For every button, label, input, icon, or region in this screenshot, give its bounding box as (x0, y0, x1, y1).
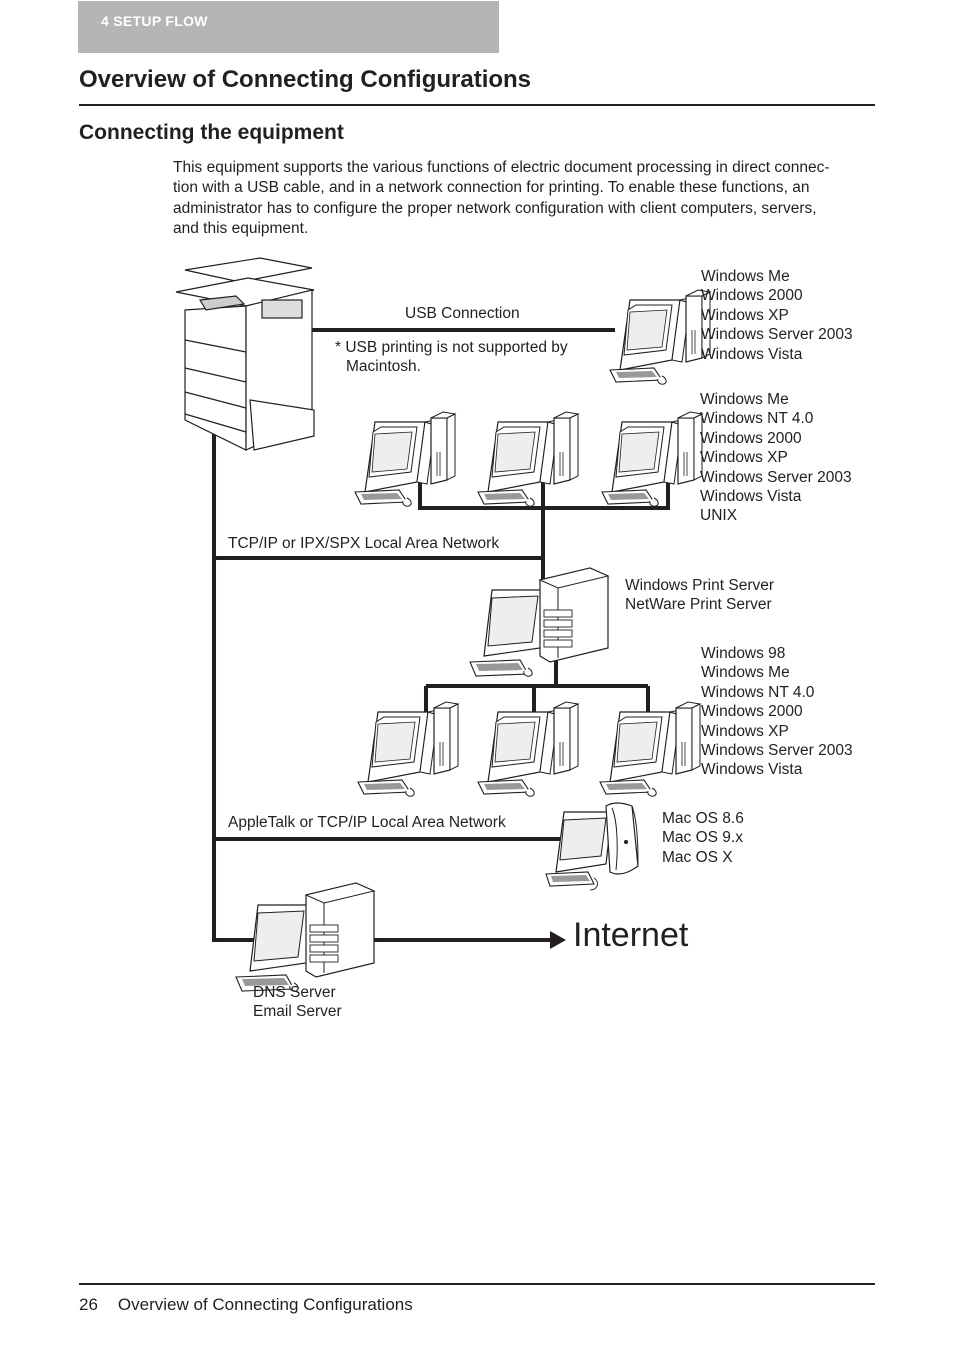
os-item: Windows 2000 (700, 429, 802, 447)
server-labels: DNS Server Email Server (253, 983, 342, 1022)
print-client-pc-icon (357, 701, 459, 797)
print-client-pc-icon (599, 701, 701, 797)
intro-line: This equipment supports the various func… (173, 159, 830, 176)
intro-line: administrator has to configure the prope… (173, 199, 817, 217)
os-item: Windows XP (701, 722, 789, 740)
lan-client-pc-icon (601, 411, 703, 507)
os-item: Windows NT 4.0 (701, 683, 815, 701)
usb-client-pc-icon (609, 289, 711, 385)
chapter-tab: 4 SETUP FLOW (78, 1, 499, 53)
footer-title: Overview of Connecting Configurations (117, 1295, 413, 1314)
os-item: Windows Server 2003 (700, 468, 852, 486)
server-label: Email Server (253, 1003, 342, 1021)
os-item: Windows 2000 (701, 703, 803, 721)
usb-connection-label: USB Connection (405, 305, 520, 322)
os-item: UNIX (700, 507, 738, 525)
os-item: Mac OS X (662, 848, 733, 866)
print-server-label: Windows Print Server (625, 577, 775, 594)
appletalk-label: AppleTalk or TCP/IP Local Area Network (228, 814, 506, 831)
lan1-os-list: Windows Me Windows NT 4.0 Windows 2000 W… (700, 390, 852, 526)
mac-computer-icon (545, 802, 639, 891)
title-divider (79, 104, 875, 106)
chapter-label: 4 SETUP FLOW (101, 13, 208, 29)
dns-email-server-icon (235, 882, 375, 992)
internet-label: Internet (573, 916, 689, 954)
os-item: Windows XP (701, 306, 789, 324)
os-item: Windows Me (701, 664, 790, 682)
page-title: Overview of Connecting Configurations (79, 66, 532, 93)
lan-client-pc-icon (354, 411, 456, 507)
usb-note-line: * USB printing is not supported by (335, 339, 568, 356)
os-item: Windows Me (701, 268, 790, 285)
print-server-labels: Windows Print Server NetWare Print Serve… (625, 576, 774, 615)
internet-arrow-icon (550, 931, 566, 949)
usb-os-list: Windows Me Windows 2000 Windows XP Windo… (701, 267, 853, 364)
lan-client-pc-icon (477, 411, 579, 507)
section-title: Connecting the equipment (79, 121, 344, 144)
os-item: Windows Me (700, 391, 789, 408)
os-item: Windows Vista (701, 761, 803, 779)
usb-note-line: Macintosh. (346, 358, 421, 376)
os-item: Windows XP (700, 449, 788, 467)
intro-line: tion with a USB cable, and in a network … (173, 179, 810, 197)
print-server-icon (469, 567, 609, 677)
os-item: Windows Vista (700, 488, 802, 506)
os-item: Mac OS 9.x (662, 829, 743, 847)
network-lines (212, 328, 670, 942)
os-item: Windows Vista (701, 345, 803, 363)
intro-paragraph: This equipment supports the various func… (173, 158, 878, 239)
copier-icon (175, 257, 315, 451)
intro-line: and this equipment. (173, 219, 309, 237)
os-item: Windows Server 2003 (701, 742, 853, 760)
mac-os-list: Mac OS 8.6 Mac OS 9.x Mac OS X (662, 809, 744, 867)
footer-divider (79, 1283, 875, 1285)
os-item: Mac OS 8.6 (662, 810, 744, 827)
page-number: 26 (79, 1295, 98, 1314)
lan1-label: TCP/IP or IPX/SPX Local Area Network (228, 535, 500, 552)
os-item: Windows 98 (701, 645, 786, 662)
os-item: Windows NT 4.0 (700, 410, 814, 428)
print-server-label: NetWare Print Server (625, 596, 772, 614)
os-item: Windows Server 2003 (701, 326, 853, 344)
print-client-pc-icon (477, 701, 579, 797)
os-item: Windows 2000 (701, 287, 803, 305)
usb-note: * USB printing is not supported by Macin… (335, 338, 568, 377)
lan2-os-list: Windows 98 Windows Me Windows NT 4.0 Win… (701, 644, 853, 780)
server-label: DNS Server (253, 984, 336, 1001)
page-footer: 26 Overview of Connecting Configurations (79, 1295, 413, 1315)
